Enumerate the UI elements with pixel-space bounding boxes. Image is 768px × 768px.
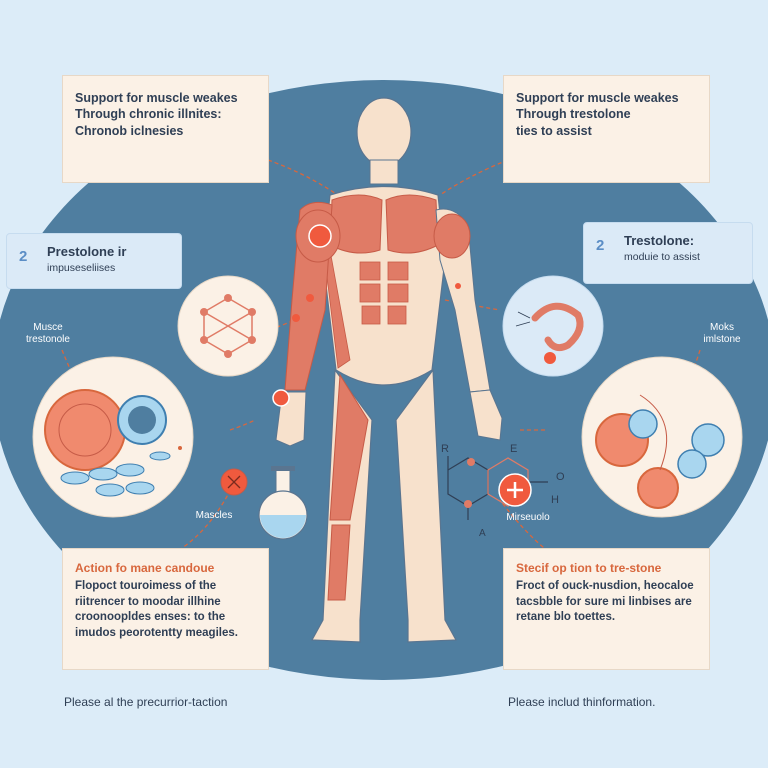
cell-diagram-right xyxy=(581,356,743,518)
footer-left: Please al the precurrior-taction xyxy=(64,695,228,709)
bottom-right-heading: Stecif op tion to tre-stone xyxy=(516,561,662,575)
chemical-structure xyxy=(447,456,548,520)
label-left: Musce trestonole xyxy=(18,322,78,346)
right-tag: 2 Trestolone: moduie to assist xyxy=(583,222,753,284)
top-right-line-3: ties to assist xyxy=(516,123,592,138)
top-right-card: Support for muscle weakes Through tresto… xyxy=(503,75,710,183)
label-muscles: Mascles xyxy=(195,510,233,521)
chem-letter-a: A xyxy=(479,528,486,539)
left-tag-title: Prestolone ir xyxy=(47,244,127,259)
bottom-right-card: Stecif op tion to tre-stone Froct of ouc… xyxy=(503,548,710,670)
bottom-left-card: Action fo mane candoue Flopoct touroimes… xyxy=(62,548,269,670)
left-tag-number: 2 xyxy=(19,248,28,265)
label-right: Moks imlstone xyxy=(692,322,752,346)
top-left-line-1: Support for muscle weakes xyxy=(75,91,238,105)
right-tag-subtitle: moduie to assist xyxy=(624,251,700,263)
human-figure xyxy=(272,97,503,643)
chem-letter-h: H xyxy=(551,494,559,506)
bottom-right-body: Froct of ouck-nusdion, heocaloe tacsbble… xyxy=(516,580,694,624)
top-right-line-2: Through trestolone xyxy=(516,107,631,122)
label-right-line-1: Moks xyxy=(710,322,734,333)
label-molecule: Mirseuolo xyxy=(506,512,550,523)
bottom-left-heading: Action fo mane candoue xyxy=(75,561,215,575)
organism-diagram-right xyxy=(502,275,604,377)
bottom-left-body: Flopoct touroimess of the riitrencer to … xyxy=(75,580,238,639)
footer-right: Please includ thinformation. xyxy=(508,695,656,709)
left-tag-subtitle: impuseseliises xyxy=(47,262,116,274)
chem-letter-r: R xyxy=(441,443,449,455)
right-tag-number: 2 xyxy=(596,237,605,254)
label-left-line-2: trestonole xyxy=(26,334,70,345)
top-right-line-1: Support for muscle weakes xyxy=(516,91,679,105)
flask-icon xyxy=(258,466,308,540)
top-left-line-2: Through chronic illnites: xyxy=(75,107,222,122)
left-tag: 2 Prestolone ir impuseseliises xyxy=(6,233,182,289)
right-tag-title: Trestolone: xyxy=(624,233,695,248)
chem-letter-e: E xyxy=(510,443,517,455)
label-left-line-1: Musce xyxy=(33,322,63,333)
label-right-line-2: imlstone xyxy=(703,334,741,345)
top-left-card: Support for muscle weakes Through chroni… xyxy=(62,75,269,183)
top-left-line-3: Chronob iclnesies xyxy=(75,123,184,138)
chem-letter-o: O xyxy=(556,471,565,483)
